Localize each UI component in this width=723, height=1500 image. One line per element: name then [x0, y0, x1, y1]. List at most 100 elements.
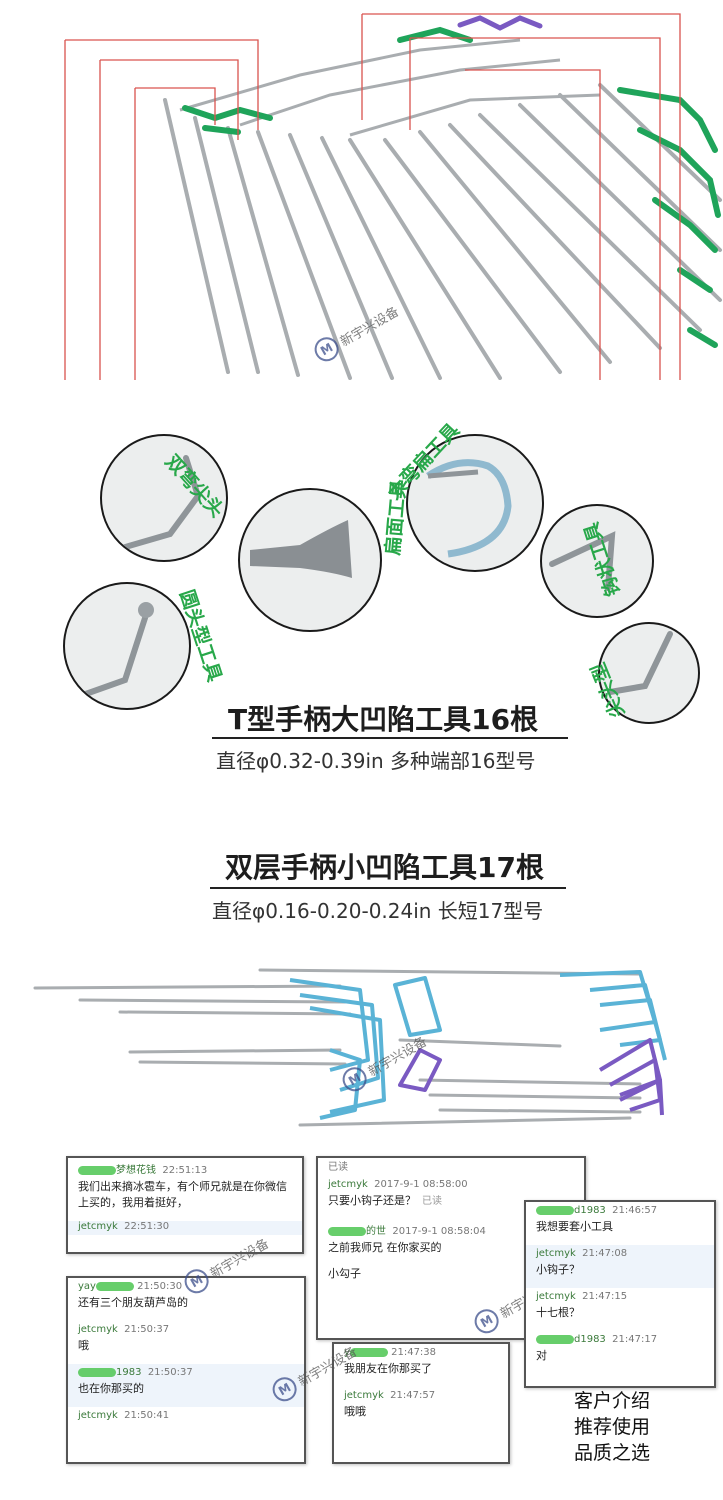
blurred-name — [536, 1334, 574, 1344]
read-status: 已读 — [422, 1196, 442, 1207]
timestamp: 2017-9-1 08:58:04 — [392, 1226, 486, 1237]
chat-meta: d1983 21:46:57 — [536, 1205, 704, 1216]
timestamp: 21:47:15 — [582, 1291, 628, 1302]
chat-meta: jetcmyk 21:50:41 — [78, 1410, 294, 1421]
chat-meta: jetcmyk 21:47:08 — [536, 1248, 704, 1259]
chat-message: y 21:47:38 我朋友在你那买了 — [334, 1344, 508, 1387]
round-head-tool-photo — [63, 582, 191, 710]
chat-message: jetcmyk 21:47:57 哦哦 — [334, 1387, 508, 1430]
chat-message: jetcmyk 21:50:37 哦 — [68, 1321, 304, 1364]
sender-name: d1983 — [574, 1205, 606, 1216]
chat-text: 小钩子？ — [536, 1263, 580, 1276]
sender-name: 的世 — [366, 1226, 386, 1237]
chat-meta: jetcmyk 2017-9-1 08:58:00 — [328, 1179, 574, 1190]
timestamp: 21:50:30 — [137, 1281, 183, 1292]
promo-line-2: 推荐使用 — [573, 1416, 650, 1438]
promo-line-1: 客户介绍 — [573, 1390, 650, 1412]
timestamp: 21:50:37 — [124, 1324, 170, 1335]
timestamp: 21:47:08 — [582, 1248, 628, 1259]
double-handle-tools-photo — [33, 968, 667, 1127]
chat-screenshot-b: yay 21:50:30 还有三个朋友葫芦岛的 jetcmyk 21:50:37… — [66, 1276, 306, 1464]
chat-message: d1983 21:46:57 我想要套小工具 — [526, 1202, 714, 1245]
chat-meta: d1983 21:47:17 — [536, 1334, 704, 1345]
chat-meta: jetcmyk 21:50:37 — [78, 1324, 294, 1335]
section2-title: 双层手柄小凹陷工具17根 — [225, 851, 544, 884]
chat-message: 1983 21:50:37 也在你那买的 — [68, 1364, 304, 1407]
blurred-name — [349, 1347, 388, 1357]
chat-message: jetcmyk 2017-9-1 08:58:00 只要小钩子还是？ 已读 — [318, 1176, 584, 1219]
chat-meta: 已读 — [328, 1162, 348, 1173]
promo-text: 客户介绍 推荐使用 品质之选 — [557, 1388, 667, 1466]
blurred-name — [78, 1165, 116, 1175]
blurred-name — [328, 1226, 366, 1236]
timestamp: 21:47:57 — [390, 1390, 436, 1401]
section1-divider — [212, 737, 568, 739]
chat-text: 哦 — [78, 1339, 89, 1352]
chat-meta: jetcmyk 22:51:30 — [78, 1221, 292, 1232]
timestamp: 22:51:30 — [124, 1221, 170, 1232]
chat-text: 我朋友在你那买了 — [344, 1362, 432, 1375]
sender-name: jetcmyk — [78, 1221, 118, 1232]
blurred-name — [78, 1367, 116, 1377]
timestamp: 21:46:57 — [612, 1205, 658, 1216]
sender-name: yay — [78, 1281, 96, 1292]
sender-name: d1983 — [574, 1334, 606, 1345]
chat-screenshot-d: y 21:47:38 我朋友在你那买了 jetcmyk 21:47:57 哦哦 — [332, 1342, 510, 1464]
timestamp: 21:47:38 — [391, 1347, 437, 1358]
chat-text: 对 — [536, 1349, 547, 1362]
chat-message: yay 21:50:30 还有三个朋友葫芦岛的 — [68, 1278, 304, 1321]
chat-message: 的世 2017-9-1 08:58:04 之前我师兄 在你家买的 小勾子 — [318, 1219, 584, 1292]
t-handle-tools-photo — [64, 13, 722, 380]
chat-text: 我们出来摘冰雹车，有个师兄就是在你微信上买的，我用着挺好， — [78, 1180, 287, 1209]
tip-tool-photo — [598, 622, 700, 724]
chat-meta: 梦想花钱 22:51:13 — [78, 1161, 292, 1176]
sender-name: 梦想花钱 — [116, 1165, 156, 1176]
chat-screenshot-e: d1983 21:46:57 我想要套小工具 jetcmyk 21:47:08 … — [524, 1200, 716, 1388]
hook-tool-photo — [540, 504, 654, 618]
timestamp: 2017-9-1 08:58:00 — [374, 1179, 468, 1190]
sender-name: jetcmyk — [78, 1410, 118, 1421]
chat-text: 小勾子 — [328, 1267, 361, 1280]
chat-text: 还有三个朋友葫芦岛的 — [78, 1296, 188, 1309]
flat-face-tool-photo — [238, 488, 382, 632]
blurred-name — [95, 1281, 134, 1291]
sender-name: jetcmyk — [344, 1390, 384, 1401]
chat-meta: jetcmyk 21:47:57 — [344, 1390, 498, 1401]
sender-name: y — [344, 1347, 350, 1358]
chat-message: 梦想花钱 22:51:13 我们出来摘冰雹车，有个师兄就是在你微信上买的，我用着… — [68, 1158, 302, 1221]
sender-name: jetcmyk — [536, 1248, 576, 1259]
sender-name: jetcmyk — [328, 1179, 368, 1190]
section1-subtitle: 直径φ0.32-0.39in 多种端部16型号 — [216, 749, 536, 773]
chat-text: 哦哦 — [344, 1405, 366, 1418]
chat-message: jetcmyk 21:47:08 小钩子？ — [526, 1245, 714, 1288]
sender-name: jetcmyk — [536, 1291, 576, 1302]
chat-text-content: 只要小钩子还是？ — [328, 1194, 416, 1207]
chat-message: 已读 — [318, 1158, 584, 1176]
double-bend-tip-photo — [100, 434, 228, 562]
chat-message: d1983 21:47:17 对 — [526, 1331, 714, 1374]
chat-meta: yay 21:50:30 — [78, 1281, 294, 1292]
section2-subtitle: 直径φ0.16-0.20-0.24in 长短17型号 — [212, 899, 544, 923]
chat-meta: 的世 2017-9-1 08:58:04 — [328, 1222, 574, 1237]
chat-meta: 1983 21:50:37 — [78, 1367, 294, 1378]
sender-name: jetcmyk — [78, 1324, 118, 1335]
blurred-name — [536, 1205, 574, 1215]
chat-meta: jetcmyk 21:47:15 — [536, 1291, 704, 1302]
timestamp: 22:51:13 — [162, 1165, 208, 1176]
large-bend-flat-tool-photo — [406, 434, 544, 572]
chat-message: jetcmyk 21:47:15 十七根？ — [526, 1288, 714, 1331]
chat-text: 也在你那买的 — [78, 1382, 144, 1395]
chat-meta: y 21:47:38 — [344, 1347, 498, 1358]
chat-text: 之前我师兄 在你家买的 — [328, 1241, 442, 1254]
chat-screenshot-a: 梦想花钱 22:51:13 我们出来摘冰雹车，有个师兄就是在你微信上买的，我用着… — [66, 1156, 304, 1254]
chat-message: jetcmyk 22:51:30 — [68, 1221, 302, 1235]
promo-line-3: 品质之选 — [573, 1442, 650, 1464]
chat-text: 我想要套小工具 — [536, 1220, 613, 1233]
timestamp: 21:50:41 — [124, 1410, 170, 1421]
section1-title: T型手柄大凹陷工具16根 — [228, 703, 539, 736]
chat-text: 只要小钩子还是？ 已读 — [328, 1190, 574, 1216]
chat-text: 十七根？ — [536, 1306, 580, 1319]
chat-message: jetcmyk 21:50:41 — [68, 1407, 304, 1424]
timestamp: 21:50:37 — [147, 1367, 193, 1378]
section2-divider — [210, 887, 566, 889]
